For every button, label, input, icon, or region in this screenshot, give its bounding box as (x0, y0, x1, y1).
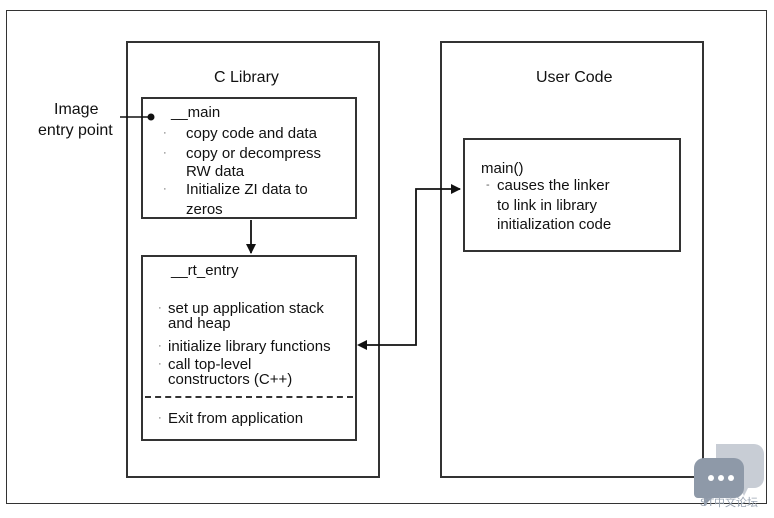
user-main-item: initialization code (497, 216, 612, 233)
user-code-box (440, 41, 704, 478)
diagram-frame (6, 10, 767, 504)
main-function-box (141, 97, 357, 219)
rt-entry-arrowhead (357, 340, 367, 350)
dash-bullet: - (486, 179, 490, 191)
bullet: · (158, 302, 162, 314)
rt-entry-to-user-main-link (360, 184, 461, 346)
rt-entry-item: constructors (C++) (168, 371, 293, 388)
main-item: RW data (186, 163, 245, 180)
chat-bubbles-icon (694, 444, 764, 506)
c-library-box (126, 41, 380, 478)
c-library-title: C Library (214, 69, 279, 86)
user-main-item: causes the linker (497, 177, 610, 194)
bullet: · (158, 412, 162, 424)
watermark-text: ST中文论坛 (700, 497, 759, 509)
bullet: · (163, 147, 167, 159)
rt-entry-item: initialize library functions (168, 338, 331, 355)
rt-entry-item: set up application stack (168, 300, 324, 317)
main-item: copy or decompress (186, 145, 322, 162)
bullet: · (158, 340, 162, 352)
user-main-box (463, 138, 681, 252)
exit-item: Exit from application (168, 410, 304, 427)
user-main-item: to link in library (497, 197, 598, 214)
user-main-title: main() (481, 160, 524, 177)
main-item: zeros (186, 201, 223, 218)
rt-entry-item: and heap (168, 315, 231, 332)
bullet: · (158, 358, 162, 370)
user-code-title: User Code (536, 69, 613, 86)
entry-point-dot (147, 113, 155, 121)
image-entry-label-line2: entry point (38, 122, 113, 139)
main-function-title: __main (171, 104, 221, 121)
dashed-separator (145, 396, 353, 398)
main-item: copy code and data (186, 125, 317, 142)
main-item: Initialize ZI data to (186, 181, 308, 198)
rt-entry-box (141, 255, 357, 441)
rt-entry-title: __rt_entry (171, 262, 239, 279)
image-entry-label-line1: Image (54, 101, 99, 118)
bullet: · (163, 183, 167, 195)
rt-entry-item: call top-level (168, 356, 252, 373)
bullet: · (163, 127, 167, 139)
